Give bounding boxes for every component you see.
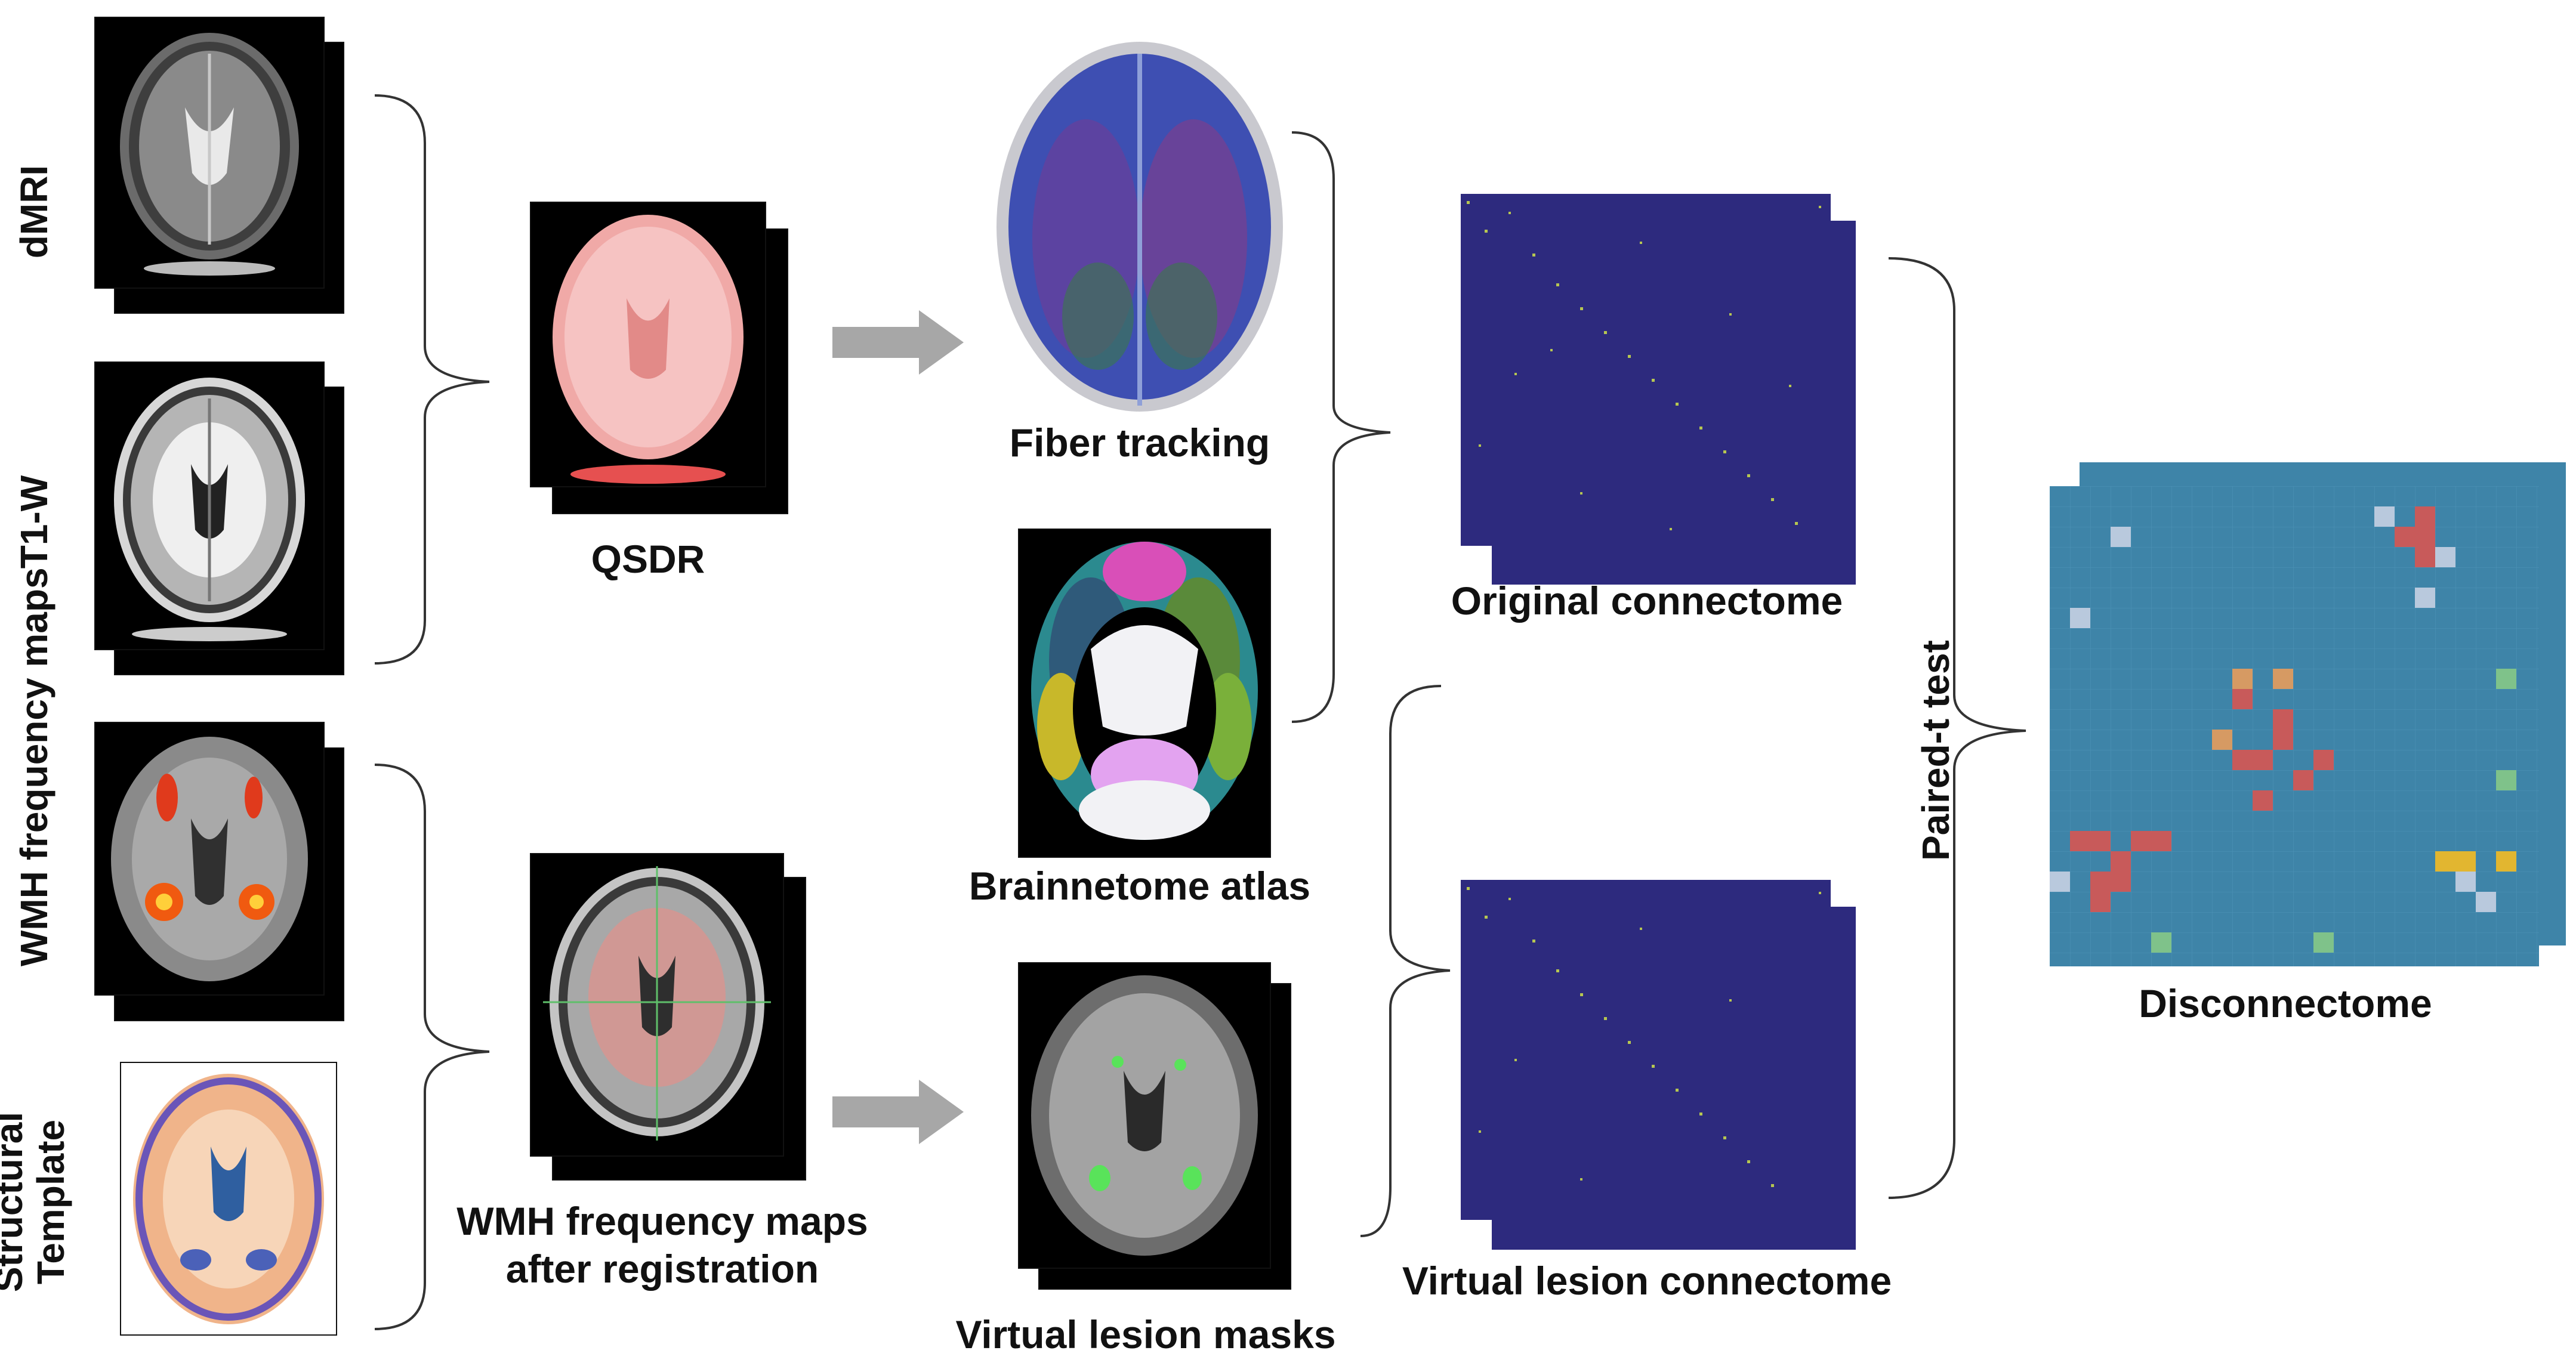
brainnetome-atlas-label: Brainnetome atlas xyxy=(968,864,1311,908)
wmh-after-reg-label-2: after registration xyxy=(505,1247,819,1291)
original-connectome-matrix xyxy=(1461,194,1831,546)
fiber-tracking-label: Fiber tracking xyxy=(1009,421,1270,465)
label-wmh-frequency: WMH frequency maps xyxy=(13,567,55,966)
disconnectome-grid xyxy=(2050,486,2539,966)
bracket-fiber-atlas xyxy=(1291,131,1391,723)
dmri-image xyxy=(95,18,323,288)
brain-template-icon xyxy=(133,1074,324,1324)
virtual-lesion-masks-label: Virtual lesion masks xyxy=(955,1312,1336,1356)
arrow-qsdr-to-fiber xyxy=(832,310,964,375)
brainnetome-atlas-icon xyxy=(1031,542,1258,840)
template-image xyxy=(121,1063,336,1334)
virtual-lesion-connectome-matrix xyxy=(1461,880,1831,1220)
brain-qsdr-icon xyxy=(553,215,744,484)
bracket-wmh-template xyxy=(374,764,490,1330)
label-t1w: T1-W xyxy=(13,475,55,569)
brain-wmh-icon xyxy=(111,737,308,981)
disconnectome-matrix xyxy=(2050,486,2539,966)
disconnectome-label: Disconnectome xyxy=(2139,981,2432,1025)
label-dmri: dMRI xyxy=(13,165,55,259)
qsdr-image xyxy=(531,203,765,486)
paired-t-test-label: Paired-t test xyxy=(1914,640,1957,861)
connectome-dots xyxy=(1467,887,1821,1187)
brain-dmri-icon xyxy=(120,33,299,276)
brain-t1-icon xyxy=(114,378,305,641)
connectome-dots xyxy=(1467,201,1821,530)
bracket-connectomes xyxy=(1888,257,2026,1199)
bracket-atlas-lesion xyxy=(1360,685,1451,1237)
bracket-dmri-t1 xyxy=(374,94,490,665)
fiber-tracking-icon xyxy=(997,42,1283,412)
qsdr-label: QSDR xyxy=(591,537,705,581)
label-structural-template: Structural Template xyxy=(0,1111,73,1293)
wmh-image xyxy=(95,723,323,994)
atlas-image xyxy=(1019,530,1270,857)
wmh-after-reg-label-1: WMH frequency maps xyxy=(456,1199,868,1243)
brain-wmh-registered-icon xyxy=(543,866,771,1141)
wmh-registered-image xyxy=(531,854,783,1155)
arrow-reg-to-lesion xyxy=(832,1080,964,1144)
fiber-tracking-image xyxy=(991,36,1289,418)
lesion-mask-image xyxy=(1019,963,1270,1268)
t1w-image xyxy=(95,363,323,649)
original-connectome-label: Original connectome xyxy=(1451,579,1843,623)
lesion-mask-icon xyxy=(1031,975,1258,1256)
virtual-lesion-connectome-label: Virtual lesion connectome xyxy=(1402,1259,1892,1303)
